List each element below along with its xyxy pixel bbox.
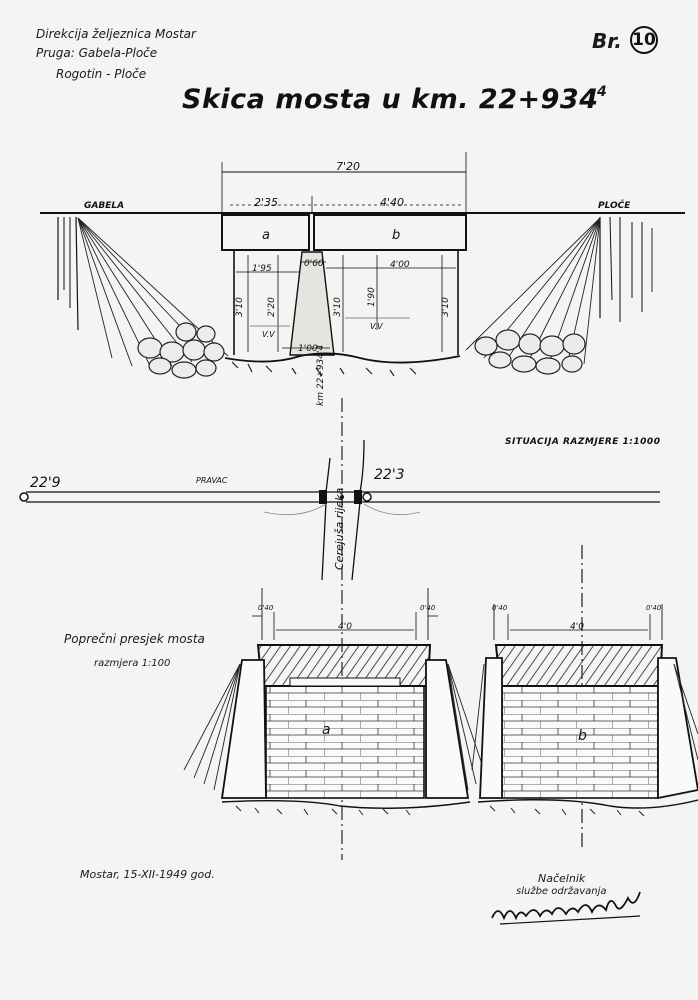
elevation-view [40,152,685,379]
dim-h-220: 2'20 [266,297,277,317]
title-suffix: 4 [597,84,607,100]
dim-400: 4'00 [390,260,410,270]
middle-pier [289,251,335,356]
axis-km-label: km 22+934'4 [316,344,326,406]
cross-section-a [183,588,487,816]
dim-span-b: 4'40 [380,196,405,209]
direction-label: PRAVAC [196,476,228,485]
header-line-2: Pruga: Gabela-Ploče [36,46,158,60]
cross-section-b [471,545,698,850]
km-left: 22'9 [30,475,61,491]
section-b-width: 4'0 [570,622,584,632]
dim-h-left: 3'10 [234,297,245,317]
place-date: Mostar, 15-XII-1949 god. [80,868,215,881]
section-a-width: 4'0 [338,622,352,632]
section-a-label: a [322,722,331,738]
dim-h-right: 3'10 [440,297,451,317]
span-a-box [221,214,310,251]
signer-title: Načelnik [538,872,586,885]
span-b-label: b [392,228,401,243]
dim-base-100: 1'00 [298,344,318,354]
section-scale: razmjera 1:100 [94,658,171,669]
page-title: Skica mosta u km. 22+934 [182,84,599,115]
dim-h-mid: 3'10 [332,297,343,317]
signature-scribble [491,891,641,921]
header-line-3: Rogotin - Ploče [56,67,147,81]
label-ploce: PLOČE [598,201,631,211]
header-line-1: Direkcija željeznica Mostar [36,27,196,41]
offset-right-a: 0'40 [420,604,436,612]
dim-total: 7'20 [336,160,361,173]
span-b-box [313,214,467,251]
dim-h-190: 1'90 [366,287,377,307]
dim-195: 1'95 [252,264,272,274]
dim-span-a: 2'35 [254,196,279,209]
section-b-label: b [578,728,587,744]
number-badge: 10 [630,26,658,54]
offset-right-b: 0'40 [646,604,662,612]
span-a-label: a [262,228,270,243]
offset-left-a: 0'40 [258,604,274,612]
number-prefix: Br. [592,29,622,53]
label-gabela: GABELA [84,201,125,211]
signer-dept: službe održavanja [516,886,607,897]
km-right: 22'3 [374,467,405,483]
river-label: Cerejuša rijeka [333,487,346,570]
situation-title: SITUACIJA RAZMJERE 1:1000 [505,437,661,447]
water-level-left: V.V [262,330,275,339]
section-title: Poprečni presjek mosta [64,632,205,646]
water-level-right: V.V [370,322,383,331]
offset-left-b: 0'40 [492,604,508,612]
dim-060: 0'60 [304,259,324,269]
